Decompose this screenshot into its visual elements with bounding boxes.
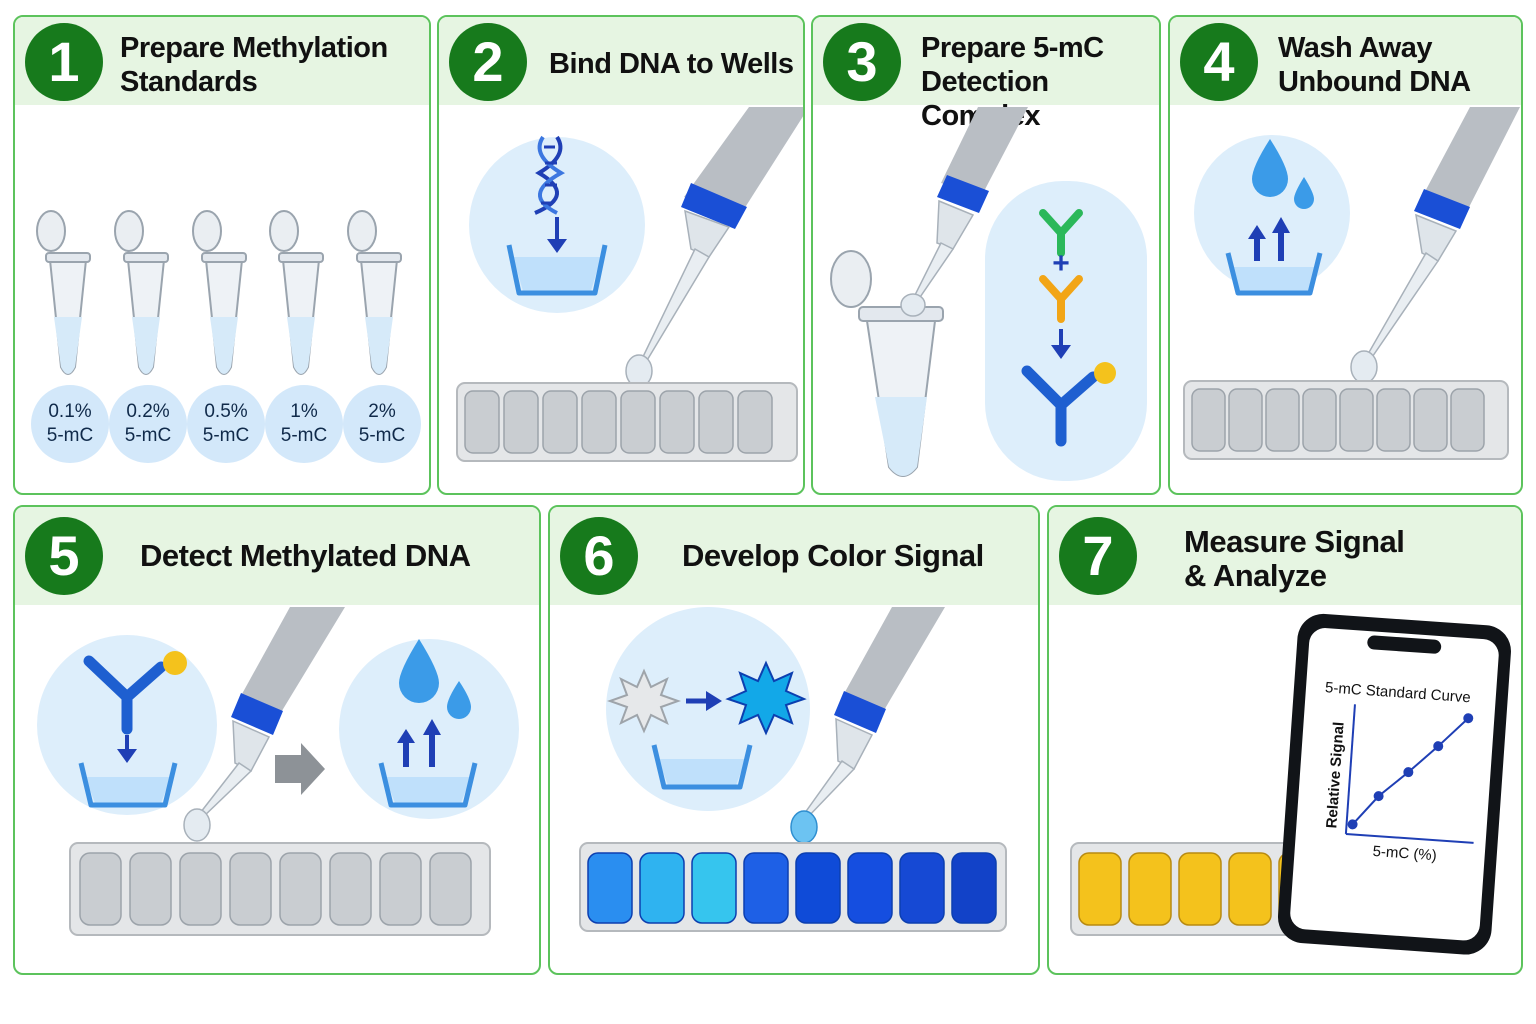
curve-point <box>1463 713 1474 724</box>
step-4-badge: 4 <box>1180 23 1258 101</box>
well-icon <box>506 244 608 296</box>
y-axis <box>1344 704 1356 835</box>
microtube-4 <box>269 210 324 375</box>
arrow-up-icon <box>1248 217 1290 261</box>
step-6-illustration <box>579 607 1007 932</box>
arrow-down-icon <box>117 735 137 763</box>
well-icon <box>78 762 178 808</box>
standard-curve-chart: 5-mC Standard Curve Relative Signal 5-mC… <box>1323 679 1474 864</box>
arrow-right-icon <box>275 743 325 795</box>
step-3-title: Prepare 5-mC Detection Complex <box>921 32 1104 132</box>
pipette-icon <box>900 107 1028 317</box>
well-strip <box>579 842 1007 932</box>
well-icon <box>378 762 478 808</box>
step-6-badge: 6 <box>560 517 638 595</box>
standard-pct: 1% <box>290 401 318 422</box>
pipette-icon <box>790 607 945 844</box>
step-1-illustration <box>36 210 402 375</box>
secondary-antibody-icon <box>1039 275 1083 323</box>
conjugate-antibody-icon <box>1021 362 1116 447</box>
standard-label-3: 0.5% 5-mC <box>187 385 265 463</box>
step-3-panel: 3 Prepare 5-mC Detection Complex + <box>811 15 1161 495</box>
step-5-badge: 5 <box>25 517 103 595</box>
y-axis-label: Relative Signal <box>1323 721 1347 829</box>
plus-icon: + <box>1052 247 1070 280</box>
step-4-title: Wash Away Unbound DNA <box>1278 32 1471 98</box>
well-strip <box>1183 380 1509 460</box>
step-6-panel: 6 Develop Color Signal <box>548 505 1040 975</box>
microtube-1 <box>36 210 91 375</box>
standard-label-4: 1% 5-mC <box>265 385 343 463</box>
curve-point <box>1433 741 1444 752</box>
step-7-panel: 7 Measure Signal & Analyze 5-mC Standard… <box>1047 505 1523 975</box>
curve-point <box>1347 819 1358 830</box>
x-axis-label: 5-mC (%) <box>1372 843 1437 864</box>
pipette-icon <box>183 607 345 842</box>
standard-label-1: 0.1% 5-mC <box>31 385 109 463</box>
standard-pct: 0.1% <box>48 401 92 422</box>
step-2-panel: 2 Bind DNA to Wells <box>437 15 805 495</box>
step-3-illustration: + <box>830 107 1147 481</box>
standard-pct: 2% <box>368 401 396 422</box>
standard-unit: 5-mC <box>124 425 172 446</box>
conjugate-antibody-icon <box>83 651 187 735</box>
arrow-right-icon <box>686 691 722 711</box>
standard-unit: 5-mC <box>280 425 328 446</box>
standard-label-2: 0.2% 5-mC <box>109 385 187 463</box>
water-drop-small-icon <box>1294 177 1314 209</box>
microtube-3 <box>192 210 247 375</box>
standard-pct: 0.2% <box>126 401 170 422</box>
standard-unit: 5-mC <box>358 425 406 446</box>
water-drop-small-icon <box>447 681 471 719</box>
microtube-2 <box>114 210 169 375</box>
x-axis <box>1345 832 1474 844</box>
standard-label-5: 2% 5-mC <box>343 385 421 463</box>
pipette-icon <box>1350 107 1520 384</box>
standard-unit: 5-mC <box>202 425 250 446</box>
wash-bubble <box>1194 135 1350 291</box>
step-1-title: Prepare Methylation Standards <box>120 32 388 98</box>
step-7-title: Measure Signal & Analyze <box>1184 524 1405 593</box>
step-2-badge: 2 <box>449 23 527 101</box>
step-5-title: Detect Methylated DNA <box>140 538 471 573</box>
signal-star-icon <box>725 660 807 736</box>
well-icon <box>1225 252 1323 296</box>
step-4-panel: 4 Wash Away Unbound DNA <box>1168 15 1523 495</box>
primary-antibody-icon <box>1039 209 1083 257</box>
step-1-badge: 1 <box>25 23 103 101</box>
step-1-panel: 1 Prepare Methylation Standards <box>13 15 431 495</box>
curve-point <box>1403 767 1414 778</box>
step-7-badge: 7 <box>1059 517 1137 595</box>
pipette-icon <box>625 107 803 388</box>
chart-title: 5-mC Standard Curve <box>1325 679 1472 706</box>
step-6-title: Develop Color Signal <box>682 538 984 573</box>
water-drop-icon <box>1252 139 1288 197</box>
microtube-5 <box>347 210 402 375</box>
step-2-illustration <box>456 107 803 462</box>
complex-bubble <box>985 181 1147 481</box>
arrow-down-icon <box>547 217 567 253</box>
substrate-star-icon <box>606 668 682 734</box>
arrow-up-icon <box>397 719 441 767</box>
dna-helix-icon <box>534 135 566 215</box>
water-drop-icon <box>399 639 439 703</box>
step-3-badge: 3 <box>823 23 901 101</box>
well-icon <box>651 744 753 790</box>
well-strip <box>456 382 798 462</box>
standard-unit: 5-mC <box>46 425 94 446</box>
step-4-illustration <box>1183 107 1520 460</box>
step-5-illustration <box>37 607 519 936</box>
arrow-down-icon <box>1051 329 1071 359</box>
curve-point <box>1373 791 1384 802</box>
step-5-panel: 5 Detect Methylated DNA <box>13 505 541 975</box>
well-strip <box>69 842 491 936</box>
standard-pct: 0.5% <box>204 401 248 422</box>
step-2-title: Bind DNA to Wells <box>549 48 794 80</box>
